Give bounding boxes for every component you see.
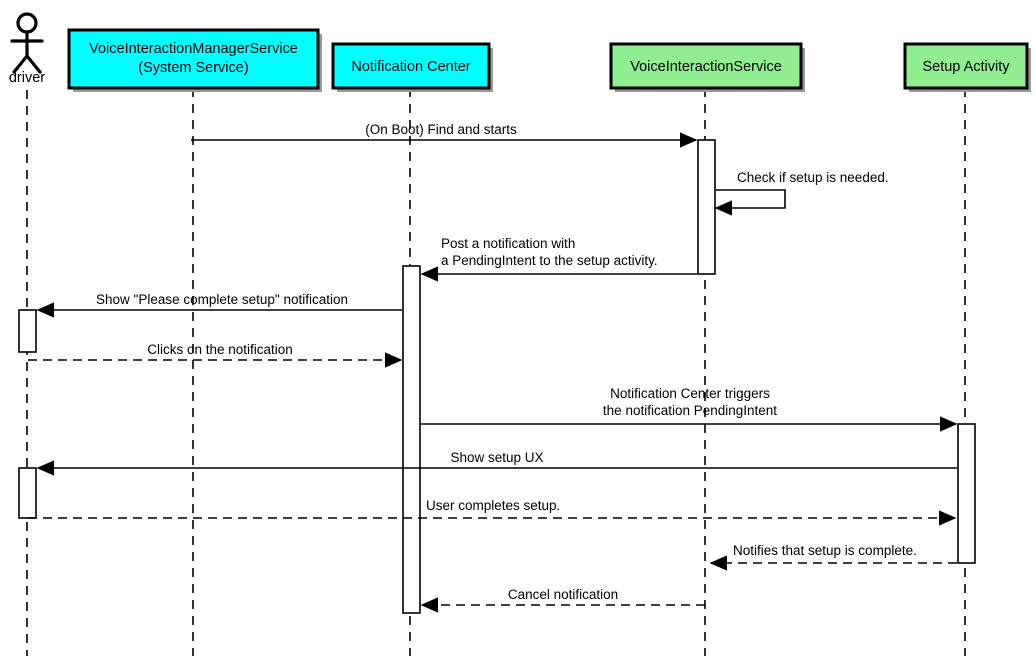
message-label-m2: Check if setup is needed. xyxy=(737,170,889,185)
message-m8[interactable]: User completes setup. xyxy=(28,498,957,526)
actor-head-icon xyxy=(16,12,38,34)
participant-vis[interactable]: VoiceInteractionService xyxy=(609,42,805,92)
message-label-m5: Clicks on the notification xyxy=(147,342,293,357)
participant-headers-layer: driver VoiceInteractionManagerService (Sys… xyxy=(9,12,1031,92)
participant-setup_activity[interactable]: Setup Activity xyxy=(903,42,1031,92)
activation-bar-notification_center xyxy=(402,265,421,614)
activation-bar-vis xyxy=(697,139,716,275)
participant-label-setup_activity: Setup Activity xyxy=(922,59,1010,75)
message-m5[interactable]: Clicks on the notification xyxy=(28,342,403,368)
participant-label-vims-line1: VoiceInteractionManagerService xyxy=(89,41,298,57)
participant-label-notification_center: Notification Center xyxy=(351,59,470,75)
activation-bar-driver xyxy=(18,309,37,353)
participant-box-vis[interactable] xyxy=(609,42,803,90)
message-m1[interactable]: (On Boot) Find and starts xyxy=(191,122,698,148)
lifelines-layer xyxy=(26,88,966,656)
participant-box-setup_activity[interactable] xyxy=(903,42,1029,90)
message-label-m6: the notification PendingIntent xyxy=(603,403,777,418)
participant-driver[interactable]: driver xyxy=(9,12,45,86)
message-label-m7: Show setup UX xyxy=(450,450,543,465)
message-m6[interactable]: Notification Center triggers the notifica… xyxy=(421,386,958,432)
activation-bar-setup_activity xyxy=(957,423,976,564)
message-label-m3: a PendingIntent to the setup activity. xyxy=(441,253,658,268)
message-label-m6: Notification Center triggers xyxy=(610,386,770,401)
message-m9[interactable]: Notifies that setup is complete. xyxy=(709,543,957,571)
message-label-m1: (On Boot) Find and starts xyxy=(365,122,517,137)
message-label-m8: User completes setup. xyxy=(426,498,560,513)
message-m10[interactable]: Cancel notification xyxy=(420,587,705,613)
message-label-m3: Post a notification with xyxy=(441,236,575,251)
participant-label-driver: driver xyxy=(9,70,45,86)
participant-vims[interactable]: VoiceInteractionManagerService (System Se… xyxy=(67,28,322,92)
activation-bars-layer xyxy=(18,139,976,614)
message-m2[interactable]: Check if setup is needed. xyxy=(714,170,889,216)
message-label-m9: Notifies that setup is complete. xyxy=(733,543,917,558)
message-arrow-self xyxy=(714,189,786,216)
participant-label-vims-line2: (System Service) xyxy=(138,60,248,76)
participant-box-vims[interactable] xyxy=(67,28,320,90)
message-m3[interactable]: Post a notification with a PendingIntent … xyxy=(420,236,697,282)
message-label-m4: Show "Please complete setup" notificatio… xyxy=(96,292,348,307)
participant-notification_center[interactable]: Notification Center xyxy=(331,42,493,92)
activation-bar-driver xyxy=(18,467,37,519)
message-m7[interactable]: Show setup UX xyxy=(36,450,957,476)
participant-label-vis: VoiceInteractionService xyxy=(630,59,782,75)
participant-box-notification_center[interactable] xyxy=(331,42,491,90)
message-m4[interactable]: Show "Please complete setup" notificatio… xyxy=(36,292,402,318)
message-label-m10: Cancel notification xyxy=(508,587,618,602)
